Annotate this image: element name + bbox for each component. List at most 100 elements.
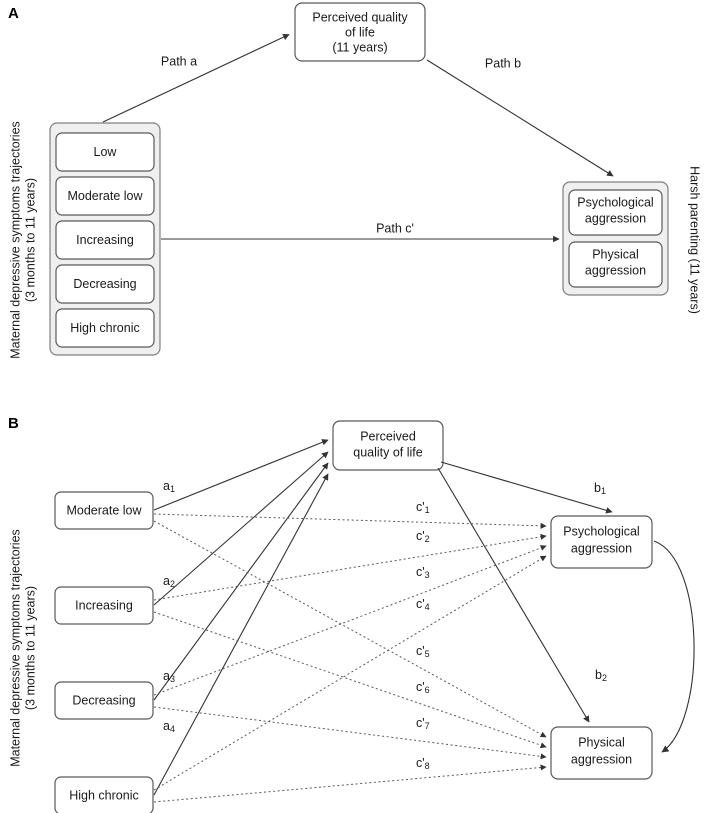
panel-b-a2-label: a2 <box>163 574 175 589</box>
panel-b-trajectory-label-increasing: Increasing <box>75 598 133 612</box>
panel-b-a1-base: a <box>163 479 170 493</box>
panel-b-a4-arrow <box>153 473 329 796</box>
panel-a-letter: A <box>8 5 19 22</box>
panel-a-left-axis-label-line2: (3 months to 11 years) <box>23 178 37 302</box>
panel-b-c6-sub: 6 <box>425 685 430 695</box>
panel-b-c2-sub: 2 <box>425 534 430 544</box>
panel-b-outcome-label-physical-line1: Physical <box>578 735 625 749</box>
panel-b-c6-arrow <box>153 611 547 749</box>
panel-a-trajectory-box-moderate-low[interactable] <box>55 176 155 216</box>
panel-a-path-b-label: Path b <box>485 56 521 70</box>
panel-b-c3-label: c'3 <box>416 565 430 580</box>
panel-b-c7-sub: 7 <box>425 721 430 731</box>
panel-b-trajectory-box-high-chronic[interactable] <box>54 776 154 813</box>
panel-b-c2-label: c'2 <box>416 529 430 544</box>
panel-a-trajectory-box-low[interactable] <box>55 132 155 172</box>
panel-a-trajectory-label-low: Low <box>94 145 118 159</box>
panel-b-a2-arrow <box>153 451 329 606</box>
panel-b-b2-arrow <box>437 467 590 723</box>
panel-a-path-a-arrow <box>102 34 290 123</box>
panel-a-trajectory-box-decreasing[interactable] <box>55 264 155 304</box>
panel-a-left-axis-label-line1: Maternal depressive symptoms trajectorie… <box>8 121 22 359</box>
panel-b-c8-arrow <box>153 764 547 803</box>
panel-b-outcome-label-psychological-line2: aggression <box>571 541 632 555</box>
panel-b-c8-sub: 8 <box>425 761 430 771</box>
panel-a-outcome-box-psychological-aggression[interactable] <box>568 189 663 236</box>
panel-a-outcome-label-physical-line1: Physical <box>592 247 639 261</box>
panel-b-b2-base: b <box>595 668 602 682</box>
panel-b-outcome-box-physical-aggression[interactable] <box>550 726 653 780</box>
panel-b-c7-arrow <box>153 706 547 760</box>
panel-a-right-axis-label: Harsh parenting (11 years) <box>688 166 702 314</box>
panel-b-c3-base: c' <box>416 565 425 579</box>
panel-b-b1-sub: 1 <box>601 486 606 496</box>
panel-b-trajectory-label-high-chronic: High chronic <box>69 788 138 802</box>
panel-a-trajectory-box-high-chronic[interactable] <box>55 308 155 348</box>
panel-a-outcome-label-psychological-line1: Psychological <box>577 195 653 209</box>
panel-b-aggression-correlation-arrow <box>653 540 695 753</box>
panel-a-trajectory-box-increasing[interactable] <box>55 220 155 260</box>
panel-b-c4-label: c'4 <box>416 597 430 612</box>
panel-b-a1-arrow <box>153 439 329 511</box>
panel-b-b2-sub: 2 <box>602 673 607 683</box>
panel-b-trajectory-box-moderate-low[interactable] <box>54 491 154 530</box>
panel-b-letter: B <box>8 415 19 432</box>
panel-b-a3-sub: 3 <box>170 674 175 684</box>
panel-b-outcome-label-physical-line2: aggression <box>571 752 632 766</box>
panel-b-c6-label: c'6 <box>416 680 430 695</box>
panel-b-a3-label: a3 <box>163 669 175 684</box>
panel-b-c8-label: c'8 <box>416 756 430 771</box>
panel-a-path-b-arrow <box>426 59 614 177</box>
panel-a-mediator-box-quality-of-life[interactable] <box>294 2 426 62</box>
panel-b-c8-base: c' <box>416 756 425 770</box>
panel-b-c5-label: c'5 <box>416 644 430 659</box>
panel-a-mediator-label-line3: (11 years) <box>332 40 387 54</box>
panel-b-b1-base: b <box>594 481 601 495</box>
panel-b-a1-label: a1 <box>163 479 175 494</box>
panel-b-c7-base: c' <box>416 716 425 730</box>
panel-a-trajectory-label-moderate-low: Moderate low <box>67 189 143 203</box>
panel-b-c1-label: c'1 <box>416 500 430 515</box>
panel-b-c5-sub: 5 <box>425 649 430 659</box>
panel-b-outcome-box-psychological-aggression[interactable] <box>550 515 653 569</box>
panel-b-a4-base: a <box>163 719 170 733</box>
panel-b-a1-sub: 1 <box>170 484 175 494</box>
panel-b-c6-base: c' <box>416 680 425 694</box>
panel-a-mediator-label-line2: of life <box>345 25 375 39</box>
panel-b-a3-base: a <box>163 669 170 683</box>
panel-b-a3-arrow <box>153 462 329 701</box>
panel-a-mediator-label-line1: Perceived quality <box>312 10 408 24</box>
panel-b-a4-sub: 4 <box>170 724 175 734</box>
panel-b-trajectory-box-increasing[interactable] <box>54 586 154 625</box>
panel-b-trajectory-box-decreasing[interactable] <box>54 681 154 720</box>
panel-b-a2-sub: 2 <box>170 579 175 589</box>
panel-b-b1-arrow <box>440 461 613 514</box>
panel-b-c4-sub: 4 <box>425 602 430 612</box>
panel-b-outcome-label-psychological-line1: Psychological <box>563 524 639 538</box>
panel-b-c1-base: c' <box>416 500 425 514</box>
panel-b-c2-arrow <box>153 533 547 601</box>
panel-b-c7-label: c'7 <box>416 716 430 731</box>
panel-b-c3-arrow <box>153 545 547 696</box>
panel-a-path-a-label: Path a <box>161 54 197 68</box>
panel-a-outcome-box-physical-aggression[interactable] <box>568 241 663 288</box>
panel-b-c3-sub: 3 <box>425 570 430 580</box>
panel-b-trajectory-label-moderate-low: Moderate low <box>66 503 142 517</box>
panel-b-c5-base: c' <box>416 644 425 658</box>
panel-b-c4-base: c' <box>416 597 425 611</box>
panel-b-c4-arrow <box>153 555 547 791</box>
panel-b-a4-label: a4 <box>163 719 175 734</box>
panel-b-c5-arrow <box>153 520 547 738</box>
panel-a-trajectory-label-decreasing: Decreasing <box>73 277 136 291</box>
panel-a-path-c-prime-label: Path c' <box>376 221 414 235</box>
panel-a-trajectory-label-high-chronic: High chronic <box>70 321 139 335</box>
panel-b-b2-label: b2 <box>595 668 607 683</box>
panel-b-trajectory-label-decreasing: Decreasing <box>72 693 135 707</box>
panel-b-c2-base: c' <box>416 529 425 543</box>
panel-b-mediator-box-quality-of-life[interactable] <box>332 420 444 471</box>
panel-b-c1-sub: 1 <box>425 505 430 515</box>
panel-b-mediator-label-line1: Perceived <box>360 429 416 443</box>
panel-b-left-axis-label-line1: Maternal depressive symptoms trajectorie… <box>8 529 22 767</box>
